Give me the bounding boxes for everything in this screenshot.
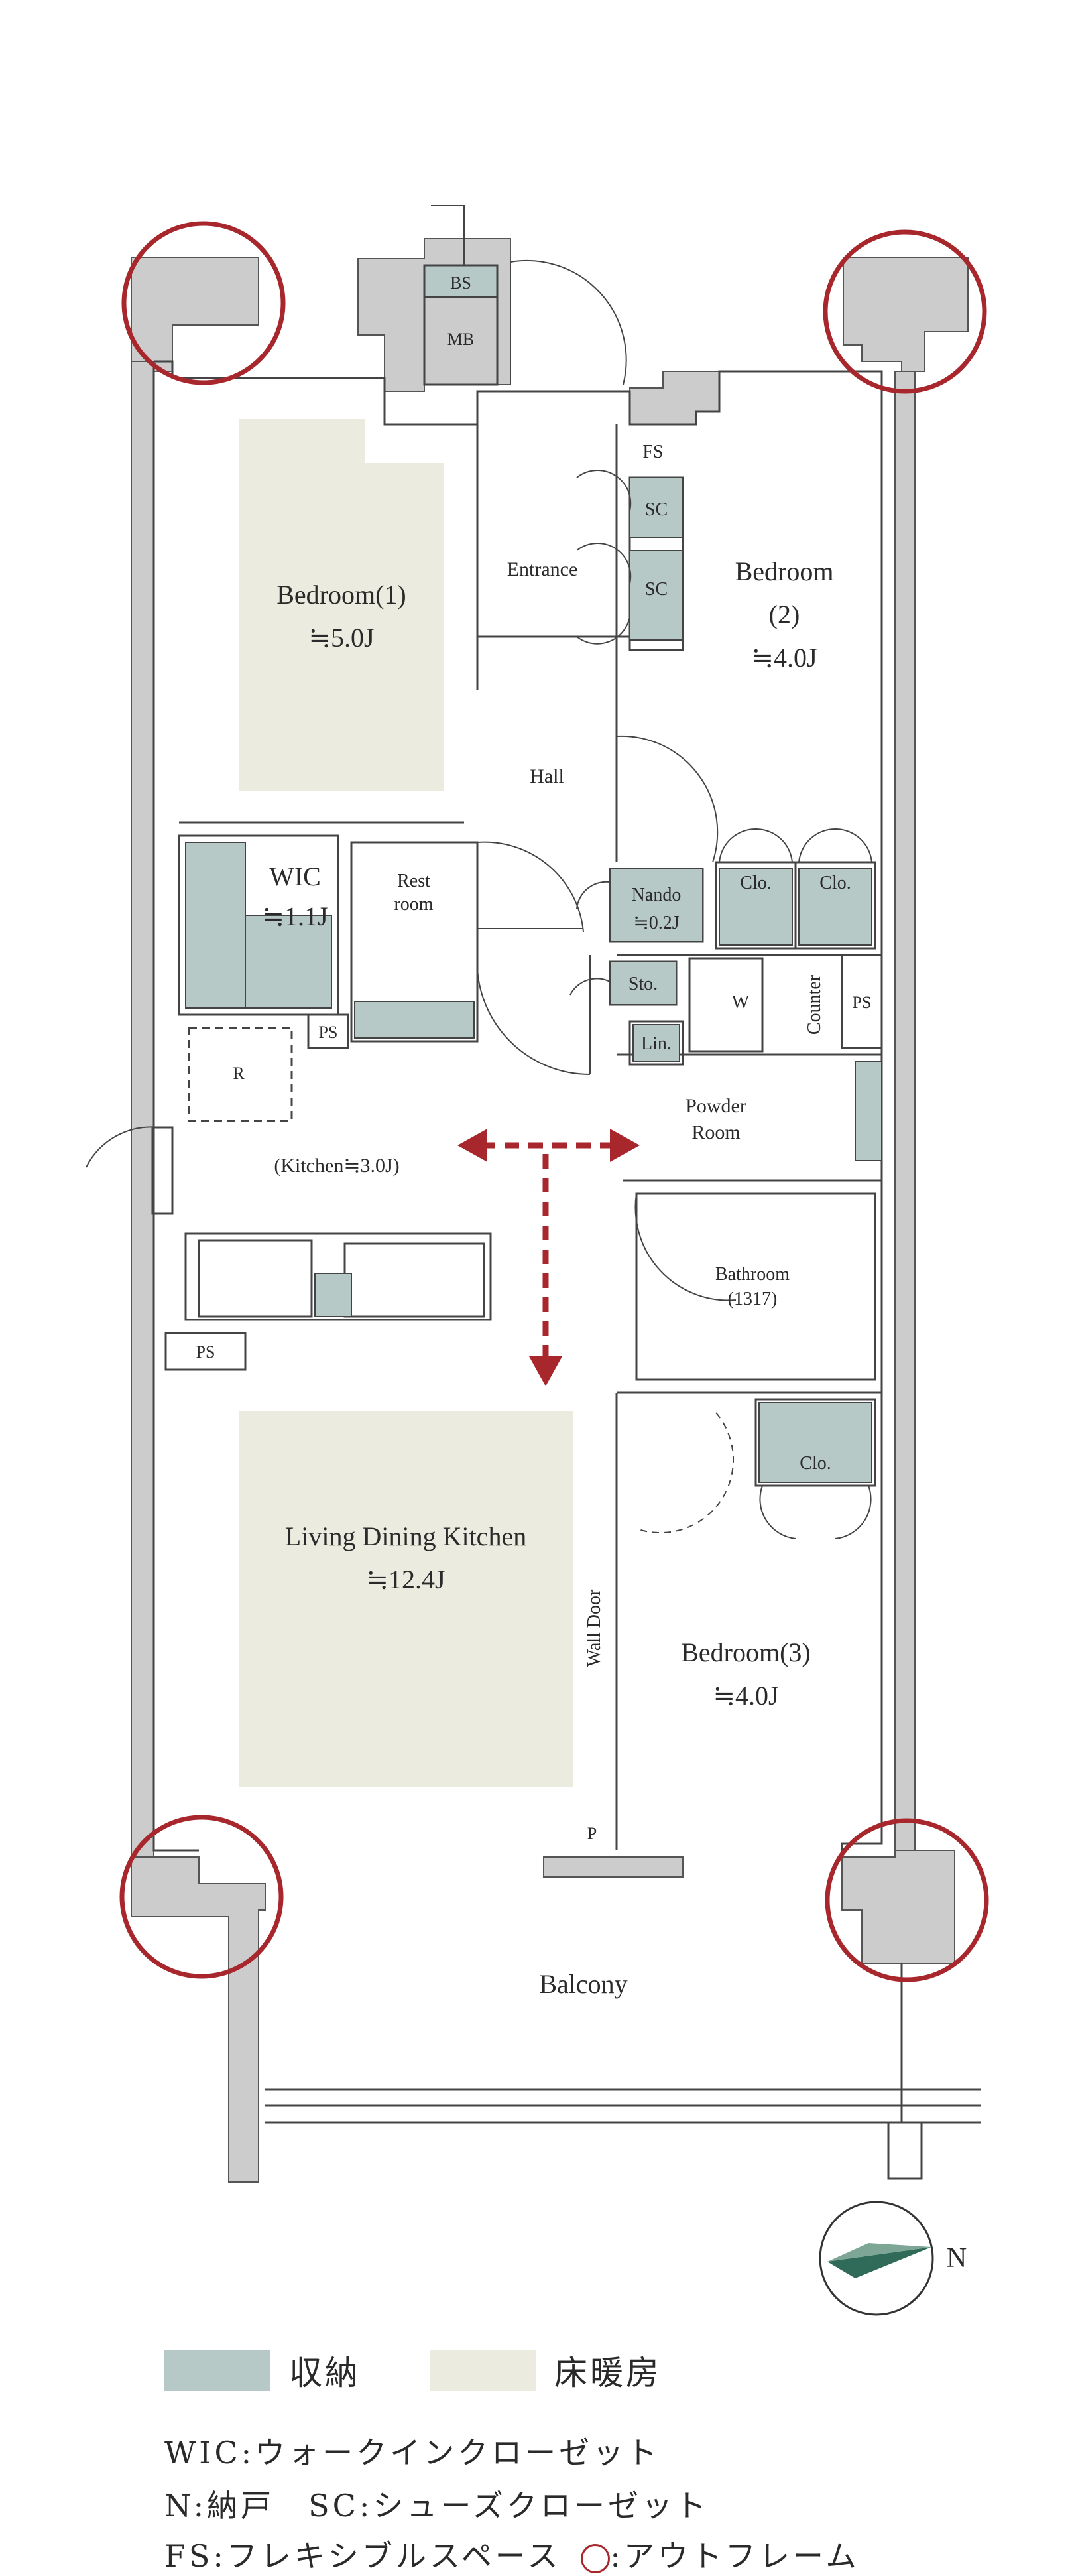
legend-floor-heating: 床暖房 <box>430 2347 662 2394</box>
floor-heating-swatch <box>430 2350 536 2391</box>
rest-room-label-2: room <box>394 894 433 915</box>
floor-heating-legend-label: 床暖房 <box>554 2354 662 2392</box>
wic-name: WIC <box>269 862 321 891</box>
lin-label: Lin. <box>641 1033 672 1054</box>
bedroom3-area: ≒4.0J <box>713 1681 778 1710</box>
ps-label-3: PS <box>853 993 872 1012</box>
rest-room-label-1: Rest <box>397 871 430 891</box>
room-labels: Bedroom(1) ≒5.0J Bedroom (2) ≒4.0J Bedro… <box>196 273 872 1999</box>
legend-storage: 収納 <box>164 2347 361 2394</box>
mb-label: MB <box>447 330 474 349</box>
storage-areas <box>185 477 882 1483</box>
ldk-name: Living Dining Kitchen <box>285 1521 526 1551</box>
north-compass: N <box>819 2201 967 2316</box>
sto-label: Sto. <box>628 974 658 994</box>
walls <box>131 238 969 2183</box>
legend-wic: WIC:ウォークインクローゼット <box>164 2435 661 2471</box>
fs-label: FS <box>642 442 663 462</box>
bedroom2-name: Bedroom <box>735 556 834 586</box>
bathroom-label: Bathroom <box>715 1264 790 1285</box>
bedroom2-number: (2) <box>769 600 800 629</box>
sc-label-2: SC <box>645 579 668 600</box>
kitchen-label: (Kitchen≒3.0J) <box>274 1155 399 1177</box>
entrance-label: Entrance <box>507 558 578 580</box>
r-label: R <box>233 1064 245 1083</box>
counter-label: Counter <box>804 974 825 1035</box>
floor-plan: Bedroom(1) ≒5.0J Bedroom (2) ≒4.0J Bedro… <box>86 205 989 2316</box>
clo-label-3: Clo. <box>800 1453 831 1474</box>
legend-fs: FS:フレキシブルスペース <box>164 2538 562 2574</box>
nando-area: ≒0.2J <box>633 913 679 933</box>
bs-label: BS <box>450 273 471 292</box>
ps-label-2: PS <box>196 1342 215 1362</box>
outframe-legend-icon <box>581 2544 611 2573</box>
balcony-label: Balcony <box>539 1969 627 1999</box>
legend-nando-sc: N:納戸 SC:シューズクローゼット <box>164 2488 710 2524</box>
storage-legend-label: 収納 <box>289 2354 361 2392</box>
floor-heating-areas <box>239 419 573 1787</box>
w-label: W <box>732 992 750 1013</box>
bedroom1-area: ≒5.0J <box>308 623 374 653</box>
outframe-ring <box>823 229 987 394</box>
ldk-area: ≒12.4J <box>366 1565 445 1594</box>
p-label: P <box>587 1824 597 1843</box>
bedroom2-area: ≒4.0J <box>751 643 817 673</box>
north-label: N <box>947 2243 967 2274</box>
doors <box>86 205 872 1539</box>
circulation-arrows <box>457 1129 640 1386</box>
outframe-ring <box>121 221 286 385</box>
wall-door-label: Wall Door <box>584 1589 605 1667</box>
nando-name: Nando <box>632 885 682 905</box>
legend-outframe: :アウトフレーム <box>610 2538 860 2574</box>
wic-area: ≒1.1J <box>262 901 328 931</box>
outframe-ring <box>119 1815 284 1979</box>
bedroom3-name: Bedroom(3) <box>681 1638 811 1667</box>
bathroom-size: (1317) <box>728 1289 778 1309</box>
clo-label-1: Clo. <box>740 873 771 893</box>
powder-room-label-2: Room <box>691 1122 740 1143</box>
legend-fs-outframe: FS:フレキシブルスペース :アウトフレーム <box>164 2532 860 2576</box>
powder-room-label-1: Powder <box>685 1095 746 1117</box>
sc-label-1: SC <box>645 499 668 520</box>
hall-label: Hall <box>530 765 564 787</box>
clo-label-2: Clo. <box>819 873 851 893</box>
storage-swatch <box>164 2350 270 2391</box>
legend: 収納 床暖房 WIC:ウォークインクローゼット N:納戸 SC:シューズクローゼ… <box>0 2321 1072 2574</box>
outframe-markers <box>119 221 989 1982</box>
bedroom1-name: Bedroom(1) <box>276 580 406 610</box>
ps-label-1: PS <box>319 1023 338 1042</box>
outframe-ring <box>825 1818 989 1982</box>
